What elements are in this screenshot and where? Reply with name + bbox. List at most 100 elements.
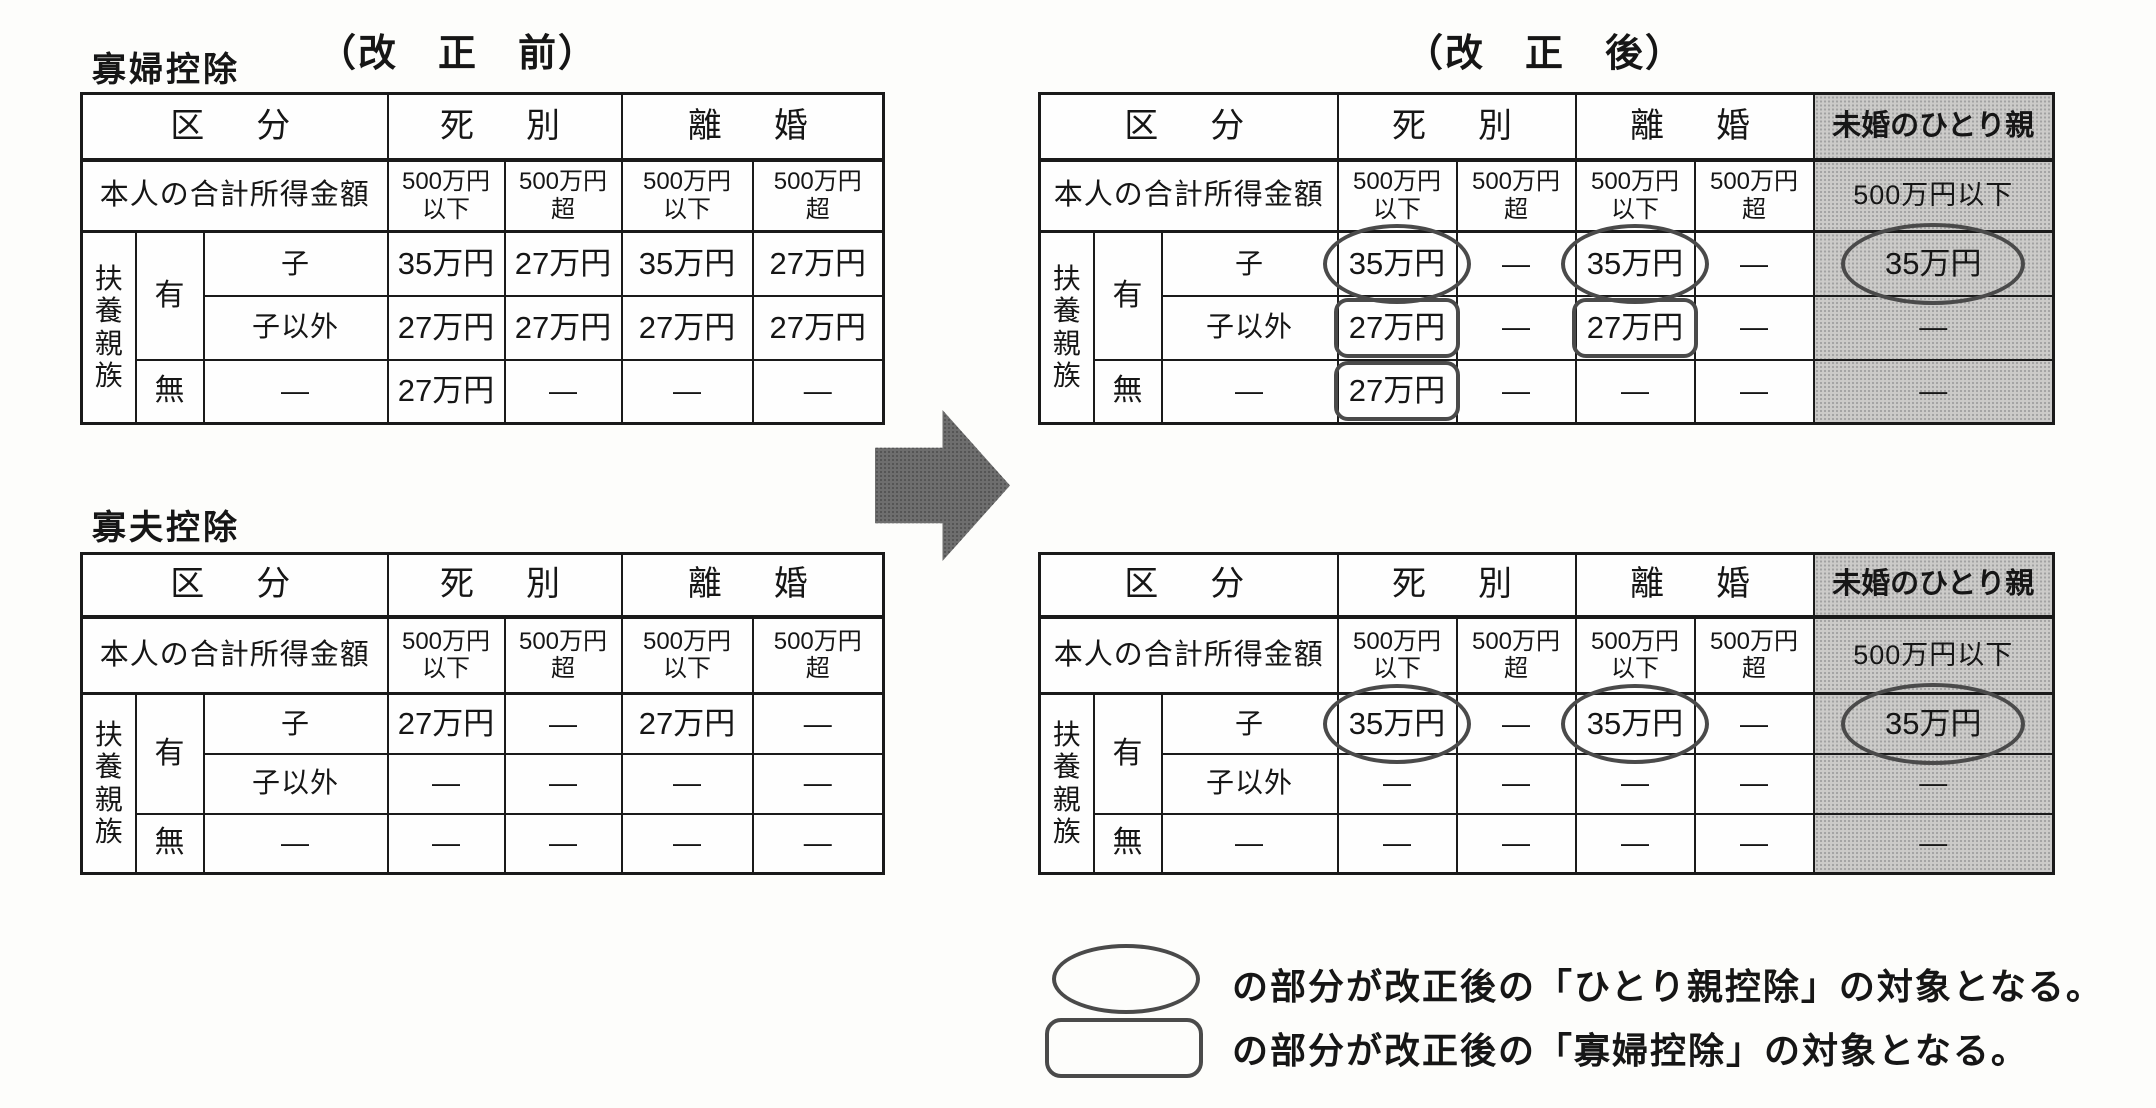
threshold-line1: 500万円 [518, 627, 608, 655]
row-category-label: — [202, 812, 389, 875]
threshold-under-cell: 500万円以下 [386, 158, 506, 233]
cell-value: 27万円 [1348, 309, 1446, 345]
unmarried-single-parent-header: 未婚のひとり親 [1812, 552, 2055, 619]
dependents-char: 親 [94, 783, 123, 815]
before-revision-label: （改 正 前） [317, 33, 598, 75]
category-header: 区 分 [1038, 552, 1339, 619]
cell-value: 27万円 [638, 309, 736, 345]
threshold-under-cell: 500万円以下 [386, 615, 506, 695]
cell-value: — [1740, 247, 1768, 279]
dash-cell: — [1455, 812, 1577, 875]
dash-cell: — [1455, 358, 1577, 425]
row-category-label: — [1160, 358, 1339, 425]
cell-value: — [1502, 311, 1530, 343]
threshold-line1: 500万円 [642, 168, 732, 196]
cell-value: — [549, 375, 577, 407]
dash-cell: — [503, 752, 623, 815]
cell-value: 27万円 [514, 245, 612, 281]
roundrect-legend-icon [1045, 1018, 1203, 1078]
cell-value: — [1502, 827, 1530, 859]
cell-value: 27万円 [1348, 373, 1446, 409]
bereavement-header: 死 別 [386, 92, 623, 162]
cell-value: — [673, 375, 701, 407]
has-dependents-label: 有 [1092, 230, 1163, 361]
cell-value: — [1740, 707, 1768, 739]
dependents-char: 親 [94, 327, 123, 359]
threshold-line1: 500万円 [1590, 627, 1680, 655]
threshold-under-cell: 500万円以下 [1574, 158, 1696, 233]
threshold-line2: 以下 [1611, 655, 1659, 683]
dash-cell: — [1574, 752, 1696, 815]
after-revision-label: （改 正 後） [1404, 33, 1685, 75]
threshold-line2: 以下 [422, 655, 470, 683]
threshold-under-single-cell: 500万円以下 [1812, 615, 2055, 695]
threshold-line2: 超 [551, 655, 575, 683]
dash-cell: — [1812, 752, 2055, 815]
cell-value: 27万円 [397, 309, 495, 345]
row-category-label: 子以外 [202, 294, 389, 361]
threshold-line1: 500万円 [518, 168, 608, 196]
amount-cell: 27万円 [503, 294, 623, 361]
dash-cell: — [1693, 752, 1815, 815]
threshold-line1: 500万円 [1709, 627, 1799, 655]
threshold-under-cell: 500万円以下 [620, 158, 754, 233]
cell-value: — [1621, 375, 1649, 407]
cell-value: 27万円 [397, 705, 495, 741]
dependents-char: 養 [94, 295, 123, 327]
dash-cell: — [1336, 752, 1458, 815]
cell-value: — [549, 707, 577, 739]
dash-cell: — [620, 752, 754, 815]
cell-value: 35万円 [1885, 245, 1982, 281]
header-row: 区 分死 別離 婚 [80, 92, 885, 162]
own-total-income-label: 本人の合計所得金額 [1038, 158, 1339, 233]
cell-value: — [673, 767, 701, 799]
no-dependents-label: 無 [134, 358, 205, 425]
threshold-line2: 以下 [1611, 195, 1659, 223]
threshold-line2: 超 [1742, 655, 1766, 683]
cell-value: — [1740, 767, 1768, 799]
cell-value: — [1383, 827, 1411, 859]
row-category-label: 子 [1160, 692, 1339, 755]
cell-value: 35万円 [1348, 705, 1446, 741]
divorce-header: 離 婚 [1574, 92, 1815, 162]
dependents-char: 族 [94, 815, 123, 847]
threshold-over-cell: 500万円超 [1455, 158, 1577, 233]
threshold-over-cell: 500万円超 [1693, 158, 1815, 233]
own-total-income-label: 本人の合計所得金額 [80, 615, 389, 695]
dash-cell: — [386, 812, 506, 875]
cell-value: — [1919, 311, 1948, 343]
amount-cell: 27万円 [751, 230, 885, 297]
amount-cell: 27万円 [386, 294, 506, 361]
dependents-char: 族 [1052, 815, 1081, 847]
threshold-line1: 500万円 [1352, 627, 1442, 655]
no-dependents-label: 無 [134, 812, 205, 875]
own-total-income-label: 本人の合計所得金額 [1038, 615, 1339, 695]
cell-value: — [549, 767, 577, 799]
legend-single-parent-text: の部分が改正後の「ひとり親控除」の対象となる。 [1232, 966, 2104, 1007]
dependents-char: 親 [1052, 783, 1081, 815]
amount-cell: 27万円 [1334, 294, 1460, 361]
row-category-label: 子 [202, 230, 389, 297]
threshold-line2: 超 [1504, 195, 1528, 223]
threshold-line1: 500万円 [401, 168, 491, 196]
dependents-char: 養 [94, 751, 123, 783]
amount-cell: 27万円 [620, 692, 754, 755]
dash-cell: — [620, 812, 754, 875]
widow-deduction-title: 寡婦控除 [92, 51, 240, 89]
divorce-header: 離 婚 [1574, 552, 1815, 619]
dependents-label: 扶養親族 [80, 230, 137, 425]
dash-cell: — [751, 812, 885, 875]
dash-cell: — [1812, 294, 2055, 361]
dash-cell: — [1574, 812, 1696, 875]
own-total-income-label: 本人の合計所得金額 [80, 158, 389, 233]
cell-value: — [1919, 827, 1948, 859]
threshold-line2: 以下 [1373, 655, 1421, 683]
amount-cell: 27万円 [751, 294, 885, 361]
cell-value: — [803, 707, 832, 739]
